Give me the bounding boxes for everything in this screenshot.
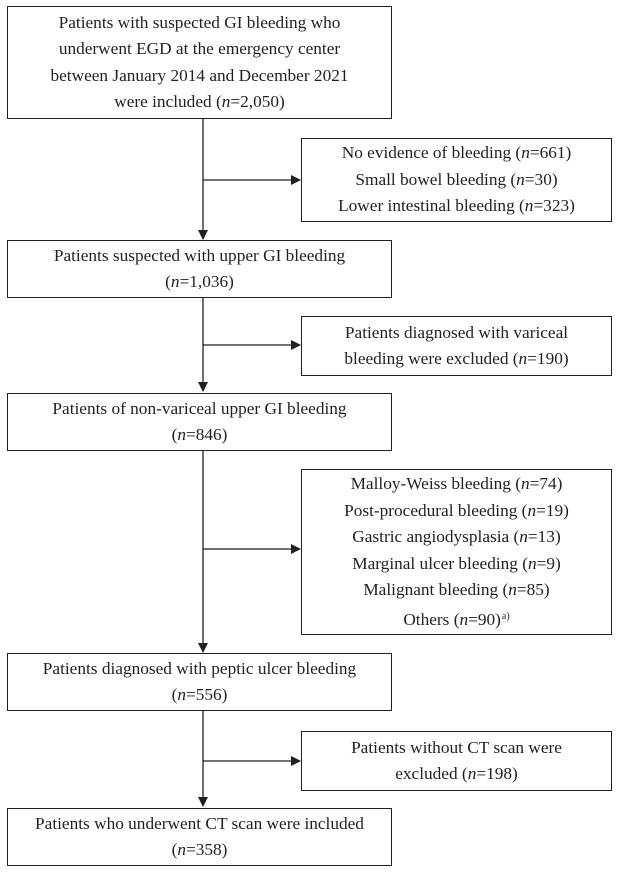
box-line: Patients with suspected GI bleeding who <box>58 12 341 32</box>
box-line: Patients of non-variceal upper GI bleedi… <box>52 398 347 418</box>
box-line: (n=1,036) <box>165 272 234 291</box>
box-line: underwent EGD at the emergency center <box>58 39 341 58</box>
box-excluded-3: Malloy-Weiss bleeding (n=74) Post-proced… <box>301 469 612 635</box>
box-line: (n=556) <box>171 685 228 704</box>
box-excluded-1: No evidence of bleeding (n=661) Small bo… <box>301 138 612 222</box>
box-line: No evidence of bleeding (n=661) <box>341 143 572 163</box>
box-final: Patients who underwent CT scan were incl… <box>7 808 392 866</box>
footnote-marker: a) <box>501 610 510 622</box>
box-line: bleeding were excluded (n=190) <box>344 349 569 368</box>
box-line: Patients without CT scan were <box>351 737 562 757</box>
box-line: excluded (n=198) <box>395 764 518 783</box>
box-included: Patients with suspected GI bleeding who … <box>7 6 392 119</box>
box-line: (n=358) <box>171 840 228 859</box>
box-peptic-ulcer: Patients diagnosed with peptic ulcer ble… <box>7 653 392 711</box>
box-line: Patients diagnosed with peptic ulcer ble… <box>42 658 357 678</box>
box-line: Patients suspected with upper GI bleedin… <box>53 245 346 265</box>
box-line: Marginal ulcer bleeding (n=9) <box>352 553 561 573</box>
box-line: Malignant bleeding (n=85) <box>363 580 550 599</box>
box-line: Small bowel bleeding (n=30) <box>355 169 558 189</box>
box-line: (n=846) <box>171 425 228 444</box>
box-line: between January 2014 and December 2021 <box>50 65 349 85</box>
box-line: Patients who underwent CT scan were incl… <box>35 813 364 833</box>
box-excluded-4: Patients without CT scan were excluded (… <box>301 731 612 791</box>
box-line: Post-procedural bleeding (n=19) <box>344 500 569 520</box>
box-line-text: Others (n=90) <box>403 609 501 629</box>
box-line: Others (n=90)a) <box>403 604 509 634</box>
box-line: Gastric angiodysplasia (n=13) <box>352 527 561 546</box>
box-line: were included (n=2,050) <box>114 92 285 111</box>
box-line: Malloy-Weiss bleeding (n=74) <box>350 474 563 493</box>
box-line: Lower intestinal bleeding (n=323) <box>338 196 575 216</box>
box-upper-gi: Patients suspected with upper GI bleedin… <box>7 240 392 298</box>
box-non-variceal: Patients of non-variceal upper GI bleedi… <box>7 393 392 451</box>
box-excluded-2: Patients diagnosed with variceal bleedin… <box>301 316 612 376</box>
box-line: Patients diagnosed with variceal <box>344 322 569 342</box>
